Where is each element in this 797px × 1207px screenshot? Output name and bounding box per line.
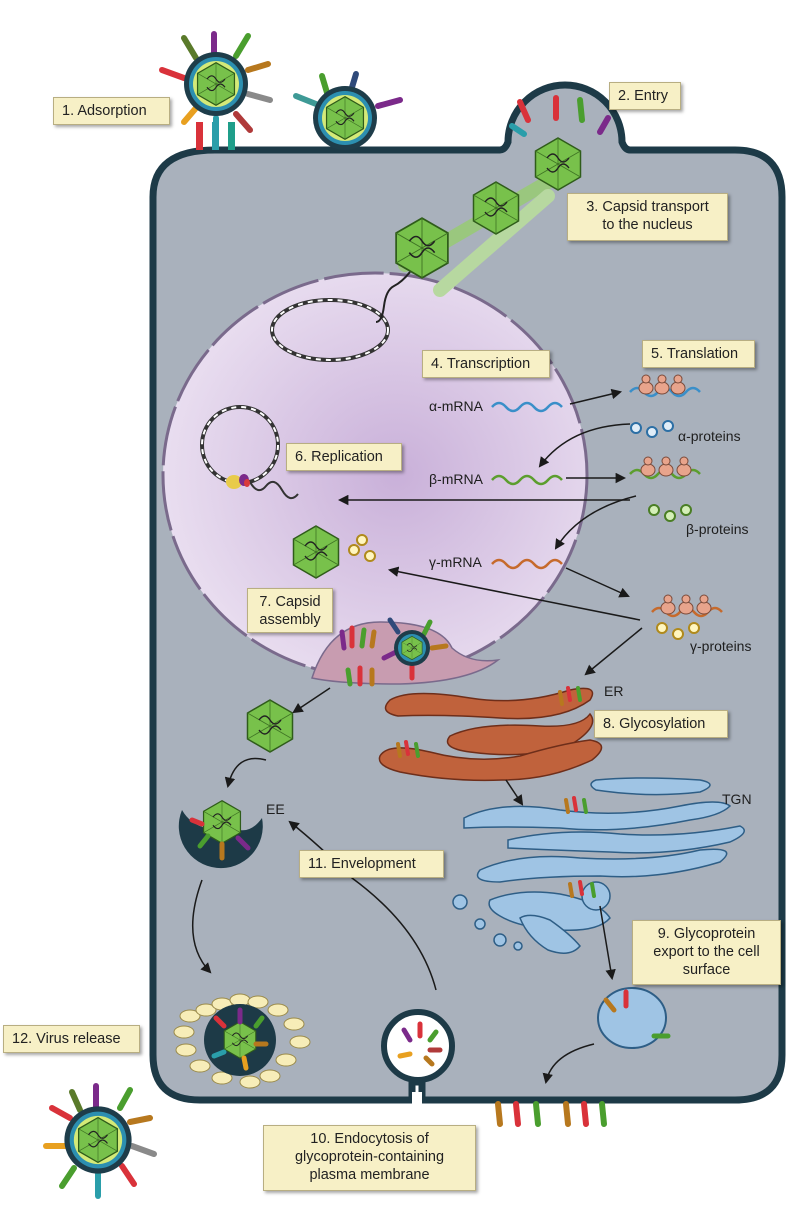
beta-mrna-strand xyxy=(491,474,563,486)
release-vesicle xyxy=(173,993,311,1089)
step-entry-text: 2. Entry xyxy=(618,88,668,104)
label-gamma-mrna: γ-mRNA xyxy=(429,554,482,570)
step-envelopment: 11. Envelopment xyxy=(299,850,444,878)
step-capsid-transport: 3. Capsid transport to the nucleus xyxy=(567,193,728,241)
virion-adsorption xyxy=(159,31,273,150)
alpha-protein-dots xyxy=(630,420,674,438)
label-beta-mrna: β-mRNA xyxy=(429,471,483,487)
step-endocytosis: 10. Endocytosis of glycoprotein-containi… xyxy=(263,1125,476,1191)
replicating-genome xyxy=(200,405,299,500)
step-virus-release: 12. Virus release xyxy=(3,1025,140,1053)
alpha-polysome xyxy=(629,374,701,398)
golgi-glycoproteins xyxy=(564,796,596,898)
entry-glycoproteins xyxy=(509,95,611,137)
label-alpha-proteins: α-proteins xyxy=(678,428,741,444)
step-glycosylation: 8. Glycosylation xyxy=(594,710,728,738)
early-endosome xyxy=(178,800,263,869)
surface-glycoproteins xyxy=(495,1101,607,1127)
step-replication-text: 6. Replication xyxy=(295,449,383,465)
step-virus-release-text: 12. Virus release xyxy=(12,1031,121,1047)
step-entry: 2. Entry xyxy=(609,82,681,110)
beta-polysome xyxy=(629,456,701,480)
budding-virion xyxy=(381,617,449,681)
flow-arrows xyxy=(191,388,643,1085)
label-tgn: TGN xyxy=(722,791,752,807)
step-endocytosis-l3: plasma membrane xyxy=(309,1167,430,1183)
step-capsid-assembly-l2: assembly xyxy=(259,612,321,628)
step-replication: 6. Replication xyxy=(286,443,402,471)
step-endocytosis-l2: glycoprotein-containing xyxy=(294,1149,445,1165)
step-adsorption: 1. Adsorption xyxy=(53,97,170,125)
endoplasmic-reticulum xyxy=(378,687,603,782)
step-transcription: 4. Transcription xyxy=(422,350,550,378)
step-capsid-assembly: 7. Capsid assembly xyxy=(247,588,333,633)
virion-released xyxy=(43,1083,157,1199)
step-translation: 5. Translation xyxy=(642,340,755,368)
label-er: ER xyxy=(604,683,624,699)
viral-genome-episome xyxy=(270,298,390,362)
step-envelopment-text: 11. Envelopment xyxy=(308,856,416,872)
gamma-mrna-strand xyxy=(491,558,563,570)
gamma-protein-dots xyxy=(348,534,700,640)
step-adsorption-text: 1. Adsorption xyxy=(62,103,147,119)
golgi-tgn xyxy=(452,777,745,954)
label-gamma-proteins: γ-proteins xyxy=(690,638,752,654)
beta-protein-dots xyxy=(648,504,692,522)
label-beta-proteins: β-proteins xyxy=(686,521,749,537)
alpha-mrna-strand xyxy=(491,401,563,413)
step-glycoprotein-export-l3: surface xyxy=(682,962,731,978)
step-glycoprotein-export-l1: 9. Glycoprotein xyxy=(657,926,756,942)
export-vesicle xyxy=(597,987,671,1049)
gamma-polysome xyxy=(651,594,723,618)
step-capsid-assembly-l1: 7. Capsid xyxy=(259,594,321,610)
step-glycosylation-text: 8. Glycosylation xyxy=(603,716,706,732)
step-translation-text: 5. Translation xyxy=(651,346,739,362)
er-glycoproteins xyxy=(396,686,582,758)
step-transcription-text: 4. Transcription xyxy=(431,356,531,372)
step-glycoprotein-export: 9. Glycoprotein export to the cell surfa… xyxy=(632,920,781,985)
step-glycoprotein-export-l2: export to the cell xyxy=(653,944,760,960)
step-capsid-transport-l2: to the nucleus xyxy=(602,217,693,233)
label-alpha-mrna: α-mRNA xyxy=(429,398,483,414)
label-ee: EE xyxy=(266,801,285,817)
step-capsid-transport-l1: 3. Capsid transport xyxy=(586,199,709,215)
nuclear-membrane-glycoproteins xyxy=(339,625,377,687)
genome-injection xyxy=(375,271,411,323)
step-endocytosis-l1: 10. Endocytosis of xyxy=(310,1131,429,1147)
endocytic-vesicle xyxy=(381,1009,455,1083)
virion-at-membrane xyxy=(293,71,403,150)
